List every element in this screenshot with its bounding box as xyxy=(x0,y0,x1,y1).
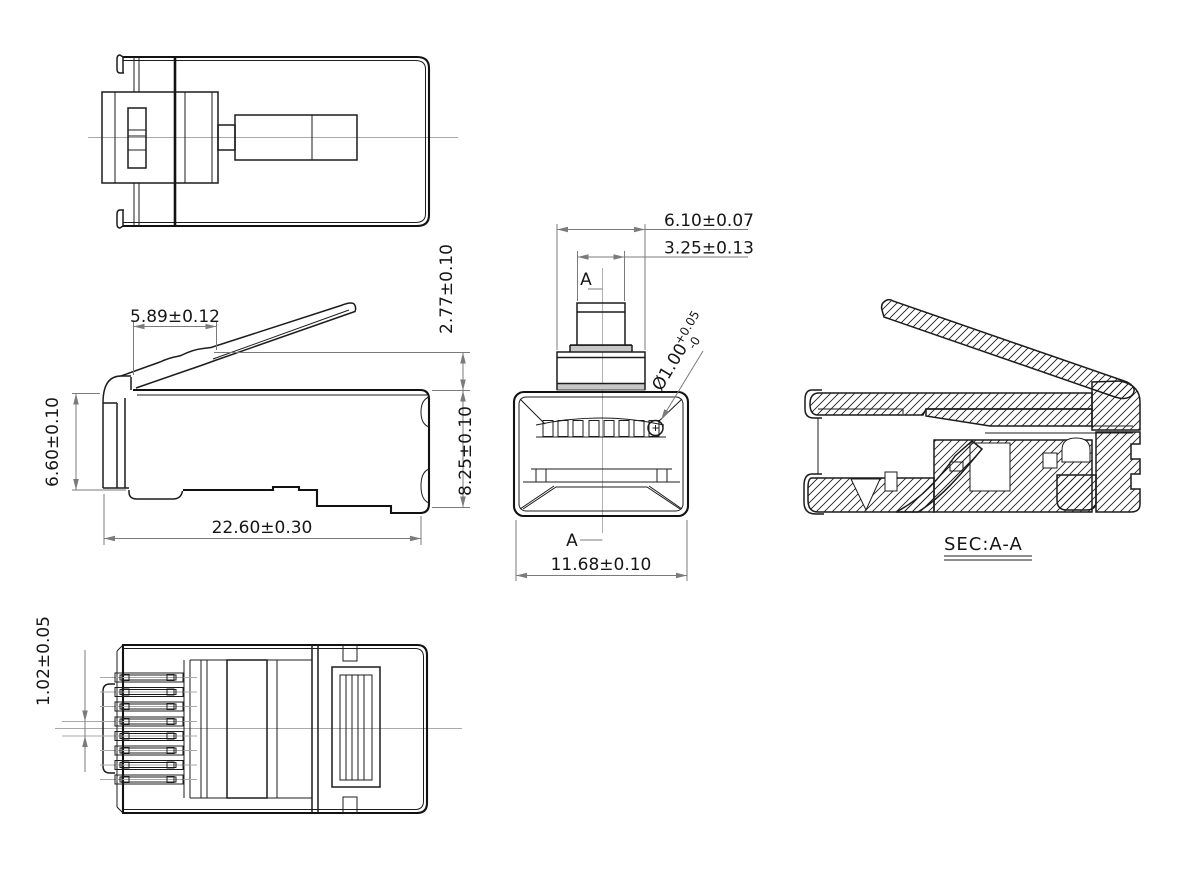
dim-tab-width-inner: 3.25±0.13 xyxy=(577,239,754,301)
section-strain-relief xyxy=(1095,431,1141,513)
top-view-latch-arm xyxy=(217,114,358,161)
side-view-front xyxy=(102,375,132,489)
section-view: SEC:A-A xyxy=(803,298,1141,561)
top-view-front-block xyxy=(101,91,219,184)
section-funnel xyxy=(925,408,1093,427)
bottom-view-body xyxy=(116,643,429,815)
dim-body-height-label: 8.25±0.10 xyxy=(456,406,476,496)
top-view-body xyxy=(116,54,431,229)
dim-hole-diameter: Ø1.00 +0.05 -0 xyxy=(648,308,704,421)
section-shield-folds xyxy=(803,389,824,515)
front-view: 6.10±0.07 3.25±0.13 Ø1.00 +0.05 -0 11.68… xyxy=(512,211,754,581)
bottom-view-contact-comb xyxy=(62,672,197,785)
section-marker-bottom-label: A xyxy=(566,531,578,551)
side-view-latch-arm xyxy=(120,302,357,389)
dim-tab-width-inner-label: 3.25±0.13 xyxy=(664,239,754,259)
dim-tab-width-outer: 6.10±0.07 xyxy=(556,211,754,350)
dim-front-height: 6.60±0.10 xyxy=(43,393,126,491)
dim-plug-width: 11.68±0.10 xyxy=(515,520,688,581)
bottom-view: 1.02±0.05 xyxy=(34,616,462,815)
dim-latch-length-label: 5.89±0.12 xyxy=(130,307,220,327)
dim-overall-length: 22.60±0.30 xyxy=(103,494,422,545)
section-marker-top: A xyxy=(580,270,603,290)
dim-body-height: 8.25±0.10 xyxy=(432,390,476,508)
section-title: SEC:A-A xyxy=(944,534,1032,561)
contact-hole xyxy=(647,419,664,437)
section-wire-arch xyxy=(1061,437,1091,463)
front-view-top-tab xyxy=(556,302,646,391)
section-marker-bottom: A xyxy=(566,531,603,551)
dim-front-height-label: 6.60±0.10 xyxy=(43,397,63,487)
section-title-label: SEC:A-A xyxy=(944,534,1023,555)
section-latch-root xyxy=(1091,380,1141,431)
dim-tab-width-outer-label: 6.10±0.07 xyxy=(664,211,754,231)
dim-plug-width-label: 11.68±0.10 xyxy=(551,555,652,575)
front-view-face xyxy=(512,390,690,518)
dim-hole-diameter-label: Ø1.00 xyxy=(648,340,692,394)
dim-latch-height: 2.77±0.10 xyxy=(214,244,470,391)
top-view xyxy=(88,54,458,229)
side-view: 5.89±0.12 6.60±0.10 22.60±0.30 2.77±0.10… xyxy=(43,244,476,545)
section-marker-top-label: A xyxy=(580,270,592,290)
front-view-contacts xyxy=(542,419,664,437)
side-view-body xyxy=(128,388,431,515)
dim-contact-pitch-label: 1.02±0.05 xyxy=(34,616,54,706)
dim-overall-length-label: 22.60±0.30 xyxy=(212,518,313,538)
dim-latch-length: 5.89±0.12 xyxy=(130,307,220,375)
contact-teeth xyxy=(114,672,184,785)
section-foot xyxy=(1056,474,1097,511)
dim-latch-height-label: 2.77±0.10 xyxy=(437,244,457,334)
dim-contact-pitch: 1.02±0.05 xyxy=(34,616,88,772)
